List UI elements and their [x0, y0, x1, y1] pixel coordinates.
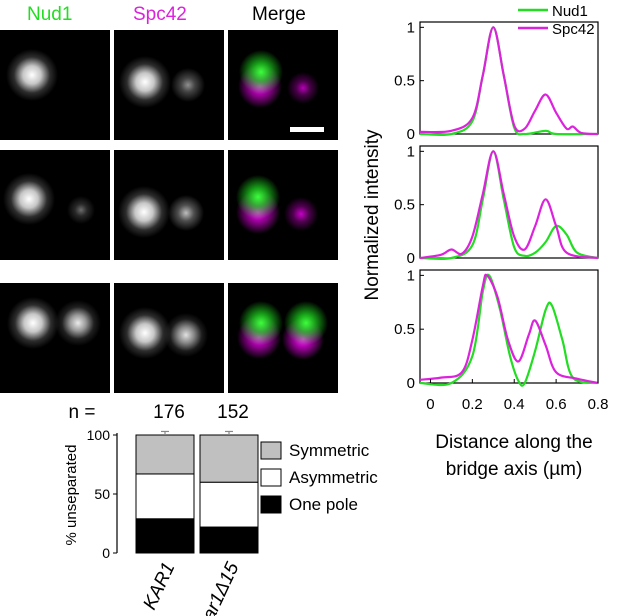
bar-segment-asymmetric — [199, 481, 259, 528]
micrograph-r3-spc42 — [114, 283, 224, 393]
scale-bar — [290, 127, 324, 132]
x-tick-label: 0 — [426, 396, 434, 413]
profile-panel-3: 00.51 — [394, 267, 599, 392]
micrograph-r3-nud1 — [0, 283, 110, 393]
y-tick-label: 0.5 — [394, 73, 415, 90]
n-value: 176 — [153, 402, 185, 423]
bar-segment-one-pole — [199, 526, 259, 554]
panel-frame — [419, 145, 599, 259]
n-value: 152 — [217, 402, 249, 423]
micrograph-r1-nud1 — [0, 30, 110, 140]
micrograph-r1-spc42 — [114, 30, 224, 140]
bar-segment-symmetric — [135, 434, 195, 475]
legend-label-spc42: Spc42 — [552, 21, 595, 38]
bar-y-tick-label: 50 — [94, 486, 110, 502]
bar-segment-asymmetric — [135, 473, 195, 520]
nud1-header: Nud1 — [27, 4, 73, 25]
micrograph-r2-spc42 — [114, 150, 224, 260]
y-tick-label: 0 — [407, 250, 415, 267]
panel-frame — [419, 269, 599, 384]
category-label: kar1Δ15 — [195, 559, 244, 616]
y-tick-label: 0.5 — [394, 197, 415, 214]
merge-header: Merge — [252, 4, 306, 25]
series-line-nud1 — [419, 26, 599, 137]
micrograph-r2-merge — [228, 150, 338, 260]
series-line-spc42 — [419, 273, 599, 385]
y-axis-label: Normalized intensity — [362, 129, 383, 301]
y-tick-label: 0 — [407, 126, 415, 143]
series-line-nud1 — [419, 273, 599, 387]
series-line-nud1 — [419, 150, 599, 261]
y-tick-label: 1 — [407, 143, 415, 160]
panel-frame — [419, 21, 599, 135]
y-tick-label: 0.5 — [394, 321, 415, 338]
x-tick-label: 0.4 — [504, 396, 525, 413]
bar-segment-symmetric — [199, 434, 259, 483]
x-axis-ticks: 0 0.2 0.4 0.6 0.8 — [426, 379, 608, 413]
micrograph-r3-merge — [228, 283, 338, 393]
legend-swatch-asymmetric — [260, 468, 282, 487]
profile-panel-1: 00.51 — [394, 19, 599, 143]
y-tick-label: 1 — [407, 19, 415, 36]
series-line-spc42 — [419, 26, 599, 136]
legend-label-symmetric: Symmetric — [289, 441, 370, 460]
legend-label-nud1: Nud1 — [552, 3, 588, 20]
x-axis-label-line1: Distance along the — [435, 432, 592, 453]
n-prefix: n = — [69, 402, 96, 423]
category-label: KAR1 — [140, 559, 180, 613]
y-tick-label: 1 — [407, 267, 415, 284]
legend-label-one-pole: One pole — [289, 495, 358, 514]
bar-y-tick-label: 0 — [102, 545, 110, 561]
x-tick-label: 0.2 — [462, 396, 483, 413]
series-line-spc42 — [419, 150, 599, 260]
micrograph-r2-nud1 — [0, 150, 110, 260]
bar-y-tick-label: 100 — [87, 427, 111, 443]
legend-swatch-one-pole — [260, 495, 282, 514]
x-tick-label: 0.6 — [546, 396, 567, 413]
bar-segment-one-pole — [135, 518, 195, 554]
x-tick-label: 0.8 — [588, 396, 609, 413]
legend-swatch-symmetric — [260, 441, 282, 460]
profile-panel-2: 00.51 — [394, 143, 599, 267]
legend-label-asymmetric: Asymmetric — [289, 468, 378, 487]
x-axis-label-line2: bridge axis (µm) — [446, 459, 583, 480]
spc42-header: Spc42 — [133, 4, 187, 25]
y-tick-label: 0 — [407, 375, 415, 392]
bar-y-axis-label: % unseparated — [63, 445, 80, 546]
micrograph-r1-merge — [228, 30, 338, 140]
